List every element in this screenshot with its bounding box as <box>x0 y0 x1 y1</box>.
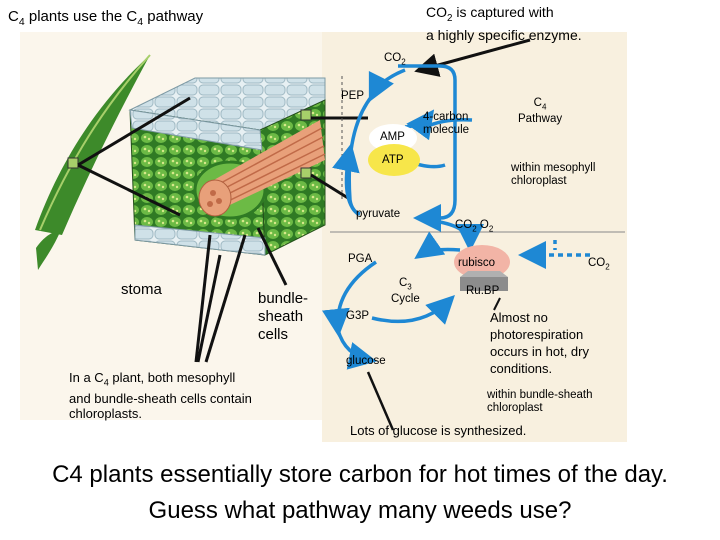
vascular-bundle <box>193 120 326 220</box>
g3p-label: G3P <box>346 310 370 322</box>
rubp-block <box>460 271 508 291</box>
co2-o2-label: CO2 O2 <box>455 219 494 234</box>
rubisco-label: rubisco <box>458 257 496 269</box>
pyruvate-label: pyruvate <box>356 208 401 220</box>
enzyme-callout: CO2 is captured with a highly specific e… <box>426 4 582 43</box>
pga-label: PGA <box>348 253 373 265</box>
summary-line-1: C4 plants essentially store carbon for h… <box>52 461 668 488</box>
glucose-synthesized-note: Lots of glucose is synthesized. <box>350 423 527 438</box>
pep-label: PEP <box>341 90 365 102</box>
leaf-cross-section <box>128 77 326 256</box>
leaf-zoom-box <box>67 157 79 169</box>
label-pointers <box>77 96 368 363</box>
stoma-label: stoma <box>121 281 162 298</box>
glucose-pointer <box>366 371 395 431</box>
atp-oval <box>368 144 420 176</box>
atp-label: ATP <box>382 154 404 166</box>
slide-title: C4 plants use the C4 pathway <box>8 8 204 28</box>
co2-right-label: CO2 <box>588 257 610 272</box>
pathway-arrows <box>321 64 590 370</box>
mesophyll-box <box>300 109 312 121</box>
photoresp-pointer <box>493 297 501 311</box>
rubisco-enzyme <box>454 245 510 279</box>
amp-oval <box>369 124 417 152</box>
glucose-label: glucose <box>346 355 386 367</box>
co2-top-label: CO2 <box>384 52 406 67</box>
bundle-sheath-box <box>300 167 312 179</box>
rubp-label: Ru.BP <box>466 285 500 297</box>
amp-label: AMP <box>380 131 405 143</box>
leaf-blade <box>35 54 151 270</box>
left-caption: In a C4 plant, both mesophyll and bundle… <box>69 370 252 421</box>
summary-line-2: Guess what pathway many weeds use? <box>148 497 572 524</box>
